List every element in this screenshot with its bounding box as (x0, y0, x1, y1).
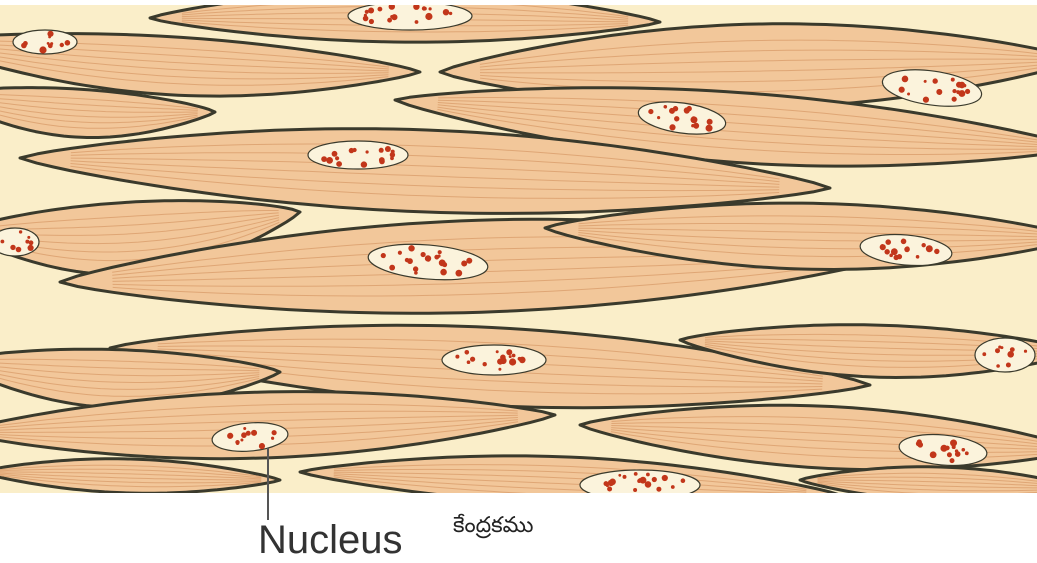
nucleus (13, 30, 77, 54)
nucleus (308, 141, 408, 169)
nucleus (975, 338, 1035, 372)
muscle-cell (800, 467, 1037, 501)
nucleus (348, 2, 472, 30)
nucleus-label-telugu: కేంద్రకము (453, 515, 534, 537)
nucleus (580, 470, 700, 500)
nucleus (0, 228, 39, 256)
nucleus (442, 345, 546, 375)
nucleus-label: Nucleus (258, 520, 403, 560)
